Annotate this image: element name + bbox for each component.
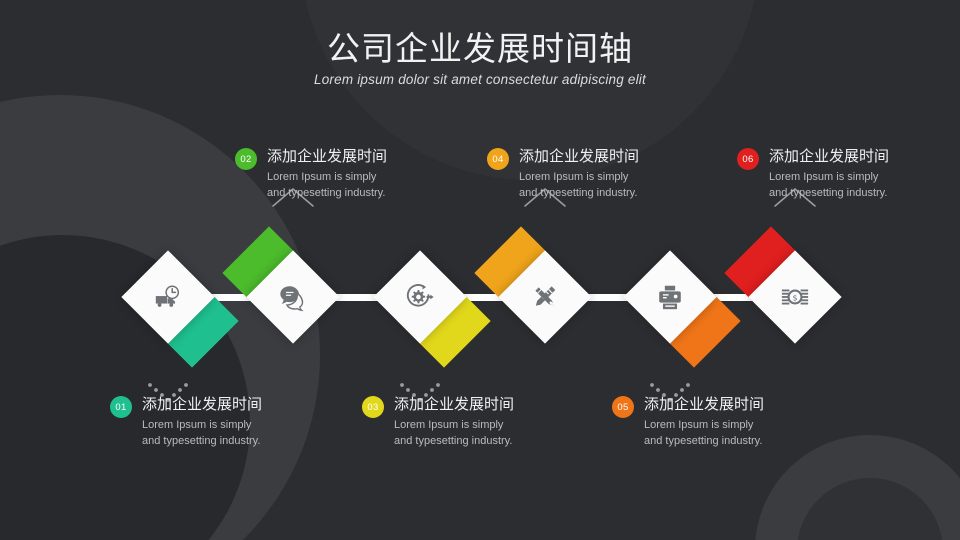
- step-description-line1: Lorem Ipsum is simply: [769, 171, 879, 184]
- step-title-06: 添加企业发展时间: [769, 147, 890, 165]
- step-body-04: 添加企业发展时间 Lorem Ipsum is simply and typeset…: [519, 147, 717, 202]
- timeline-connector-line: [698, 294, 767, 301]
- timeline-chevron-05: [646, 380, 694, 406]
- timeline-chevron-04: [521, 184, 569, 210]
- header: 公司企业发展时间轴 Lorem ipsum dolor sit amet con…: [0, 28, 960, 87]
- step-body-03: 添加企业发展时间 Lorem Ipsum is simply and typeset…: [394, 395, 592, 450]
- page-title: 公司企业发展时间轴: [327, 29, 633, 68]
- step-description-04: Lorem Ipsum is simply and typesetting ind…: [519, 170, 717, 202]
- step-description-03: Lorem Ipsum is simply and typesetting ind…: [394, 418, 592, 450]
- step-title-04: 添加企业发展时间: [519, 147, 640, 165]
- step-description-line2: and typesetting industry.: [142, 435, 261, 448]
- step-badge-05: 05: [612, 396, 634, 418]
- step-description-line1: Lorem Ipsum is simply: [394, 419, 504, 432]
- step-description-line2: and typesetting industry.: [644, 435, 763, 448]
- step-title-05: 添加企业发展时间: [644, 395, 765, 413]
- timeline-chevron-02: [269, 184, 317, 210]
- step-description-06: Lorem Ipsum is simply and typesetting ind…: [769, 170, 960, 202]
- step-body-05: 添加企业发展时间 Lorem Ipsum is simply and typeset…: [644, 395, 842, 450]
- step-description-line2: and typesetting industry.: [267, 187, 386, 200]
- step-title-01: 添加企业发展时间: [142, 395, 263, 413]
- step-description-line2: and typesetting industry.: [769, 187, 888, 200]
- step-badge-06: 06: [737, 148, 759, 170]
- timeline-text-block-03: 03 添加企业发展时间 Lorem Ipsum is simply and types…: [362, 395, 592, 450]
- step-description-line1: Lorem Ipsum is simply: [267, 171, 377, 184]
- step-badge-02: 02: [235, 148, 257, 170]
- timeline-connector-line: [573, 294, 642, 301]
- timeline-chevron-06: [771, 184, 819, 210]
- step-description-01: Lorem Ipsum is simply and typesetting ind…: [142, 418, 340, 450]
- step-description-line1: Lorem Ipsum is simply: [644, 419, 754, 432]
- step-body-01: 添加企业发展时间 Lorem Ipsum is simply and typeset…: [142, 395, 340, 450]
- page-subtitle: Lorem ipsum dolor sit amet consectetur a…: [314, 72, 646, 88]
- step-body-06: 添加企业发展时间 Lorem Ipsum is simply and typeset…: [769, 147, 960, 202]
- step-description-05: Lorem Ipsum is simply and typesetting ind…: [644, 418, 842, 450]
- step-title-02: 添加企业发展时间: [267, 147, 388, 165]
- step-title-03: 添加企业发展时间: [394, 395, 515, 413]
- step-description-line2: and typesetting industry.: [394, 435, 513, 448]
- timeline-text-block-06: 06 添加企业发展时间 Lorem Ipsum is simply and types…: [737, 147, 960, 202]
- step-description-line1: Lorem Ipsum is simply: [142, 419, 252, 432]
- timeline-text-block-05: 05 添加企业发展时间 Lorem Ipsum is simply and types…: [612, 395, 842, 450]
- step-description-line2: and typesetting industry.: [519, 187, 638, 200]
- step-body-02: 添加企业发展时间 Lorem Ipsum is simply and typeset…: [267, 147, 465, 202]
- step-description-line1: Lorem Ipsum is simply: [519, 171, 629, 184]
- timeline-text-block-01: 01 添加企业发展时间 Lorem Ipsum is simply and types…: [110, 395, 340, 450]
- step-description-02: Lorem Ipsum is simply and typesetting ind…: [267, 170, 465, 202]
- timeline-chevron-01: [144, 380, 192, 406]
- timeline-text-block-02: 02 添加企业发展时间 Lorem Ipsum is simply and types…: [235, 147, 465, 202]
- step-badge-03: 03: [362, 396, 384, 418]
- timeline-chevron-03: [396, 380, 444, 406]
- timeline-connector-line: [196, 294, 265, 301]
- timeline-connector-line: [448, 294, 517, 301]
- step-badge-01: 01: [110, 396, 132, 418]
- timeline-text-block-04: 04 添加企业发展时间 Lorem Ipsum is simply and types…: [487, 147, 717, 202]
- step-badge-04: 04: [487, 148, 509, 170]
- timeline-connector-line: [321, 294, 392, 301]
